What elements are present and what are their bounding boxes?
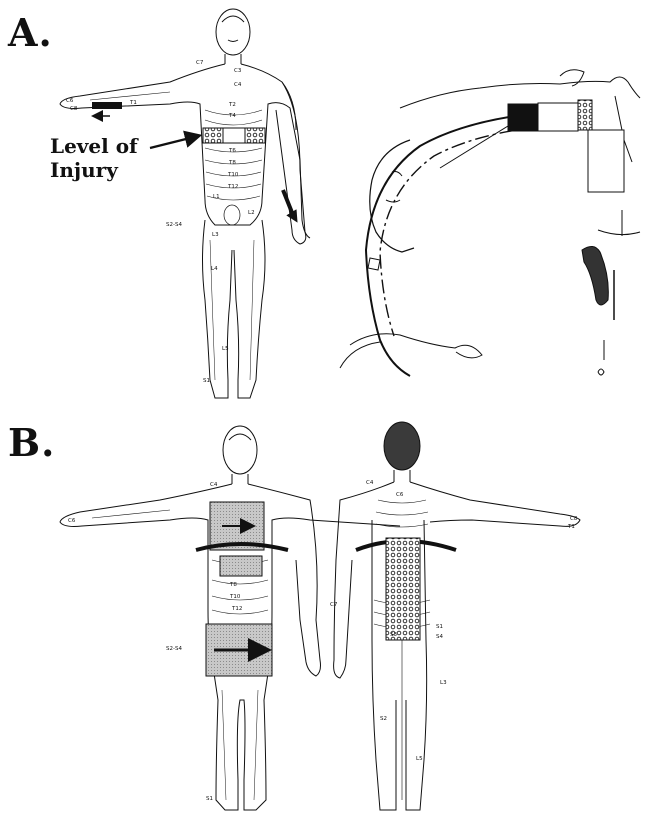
b-back-label-c4: C4	[366, 480, 374, 486]
label-t8: T8	[228, 160, 236, 166]
label-s2-s4: S2-S4	[166, 222, 182, 228]
panel-b-back-labels: C4 C6 C7 C8 T1 S1 S2 S3 S4 L3 L5	[330, 480, 578, 762]
vertebra-black	[508, 104, 538, 131]
label-t1: T1	[129, 100, 137, 106]
label-l5: L5	[222, 346, 229, 352]
vertebra-hex	[578, 100, 592, 130]
injury-band-left	[203, 128, 223, 143]
label-s1: S1	[203, 378, 210, 384]
b-front-label-c2: C4	[210, 482, 218, 488]
label-t2: T2	[228, 102, 236, 108]
label-t4: T4	[228, 113, 236, 119]
front-middle-sensory-box	[220, 556, 262, 576]
injury-band-right	[245, 128, 265, 143]
label-l4: L4	[211, 266, 218, 272]
label-c3: C3	[234, 68, 242, 74]
label-l1: L1	[213, 194, 220, 200]
label-t6: T6	[228, 148, 236, 154]
b-back-label-s1: S1	[436, 624, 443, 630]
back-spine-hex-region	[386, 538, 420, 640]
panel-a-sagittal-section	[340, 70, 640, 376]
b-front-label-t10: T10	[229, 594, 241, 600]
torso-outline	[60, 64, 310, 238]
arm-black-bar	[92, 102, 122, 109]
injury-band-center	[223, 128, 245, 143]
b-back-label-l5: L5	[416, 756, 423, 762]
forearm-arrow	[293, 215, 296, 220]
b-front-label-c6: C6	[68, 518, 76, 524]
label-c6: C6	[66, 98, 74, 104]
b-back-label-c6: C6	[396, 492, 404, 498]
b-front-label-t8: T8	[229, 582, 237, 588]
label-l3: L3	[212, 232, 219, 238]
b-front-label-s2-s4: S2-S4	[166, 646, 182, 652]
label-t12: T12	[227, 184, 238, 190]
label-c7: C7	[196, 60, 204, 66]
b-front-label-s1: S1	[206, 796, 213, 802]
label-c4: C4	[234, 82, 242, 88]
b-back-label-t1: T1	[567, 524, 575, 530]
b-front-label-t12: T12	[231, 606, 242, 612]
b-back-label-s4: S4	[436, 634, 443, 640]
b-back-label-s3: S3	[390, 632, 397, 638]
label-l2: L2	[248, 210, 255, 216]
label-c8: C8	[70, 106, 78, 112]
b-back-label-s2: S2	[380, 716, 387, 722]
forearm-black-bar	[283, 190, 293, 215]
b-back-label-c7: C7	[330, 602, 338, 608]
b-back-label-c8: C8	[570, 516, 578, 522]
b-back-label-l3: L3	[440, 680, 447, 686]
panel-a-body-figure	[60, 9, 310, 398]
injury-callout-arrow	[150, 136, 198, 148]
label-t10: T10	[227, 172, 239, 178]
